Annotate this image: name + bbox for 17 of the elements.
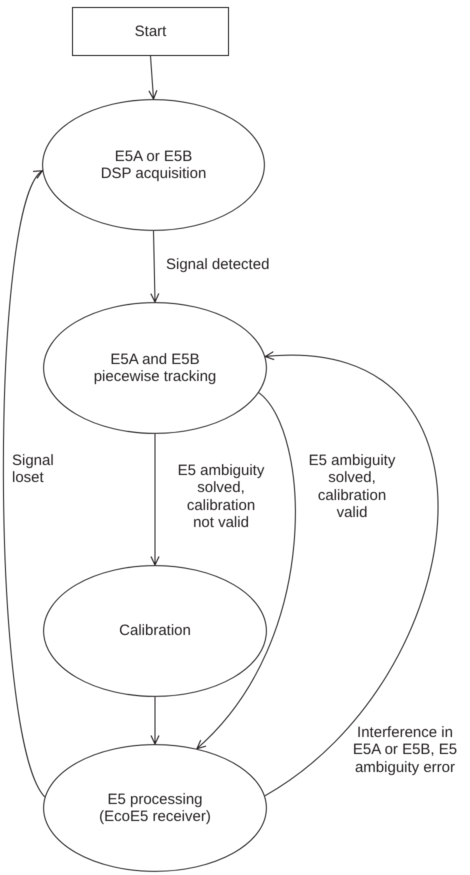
arrow [2,170,46,798]
arrow [148,56,158,100]
node-label: E5A or E5B DSP acquisition [100,148,208,182]
arrow [150,696,160,745]
node-label: E5A and E5B piecewise tracking [92,350,218,386]
arrow [264,352,438,796]
edge-label: Interference in E5A or E5B, E5 ambiguity error [352,724,458,776]
edge-label: E5 ambiguity solved, calibration valid [308,452,396,521]
edge-label: E5 ambiguity solved, calibration not valid [177,462,265,531]
edge-label: Signal loset [12,452,55,486]
arrow [150,434,160,566]
edge-label: Signal detected [166,256,270,274]
node-label: Calibration [119,622,191,640]
arrow [196,392,296,750]
arrow [150,230,160,303]
node-label: Start [134,22,166,40]
node-label: E5 processing (EcoE5 receiver) [98,790,212,826]
